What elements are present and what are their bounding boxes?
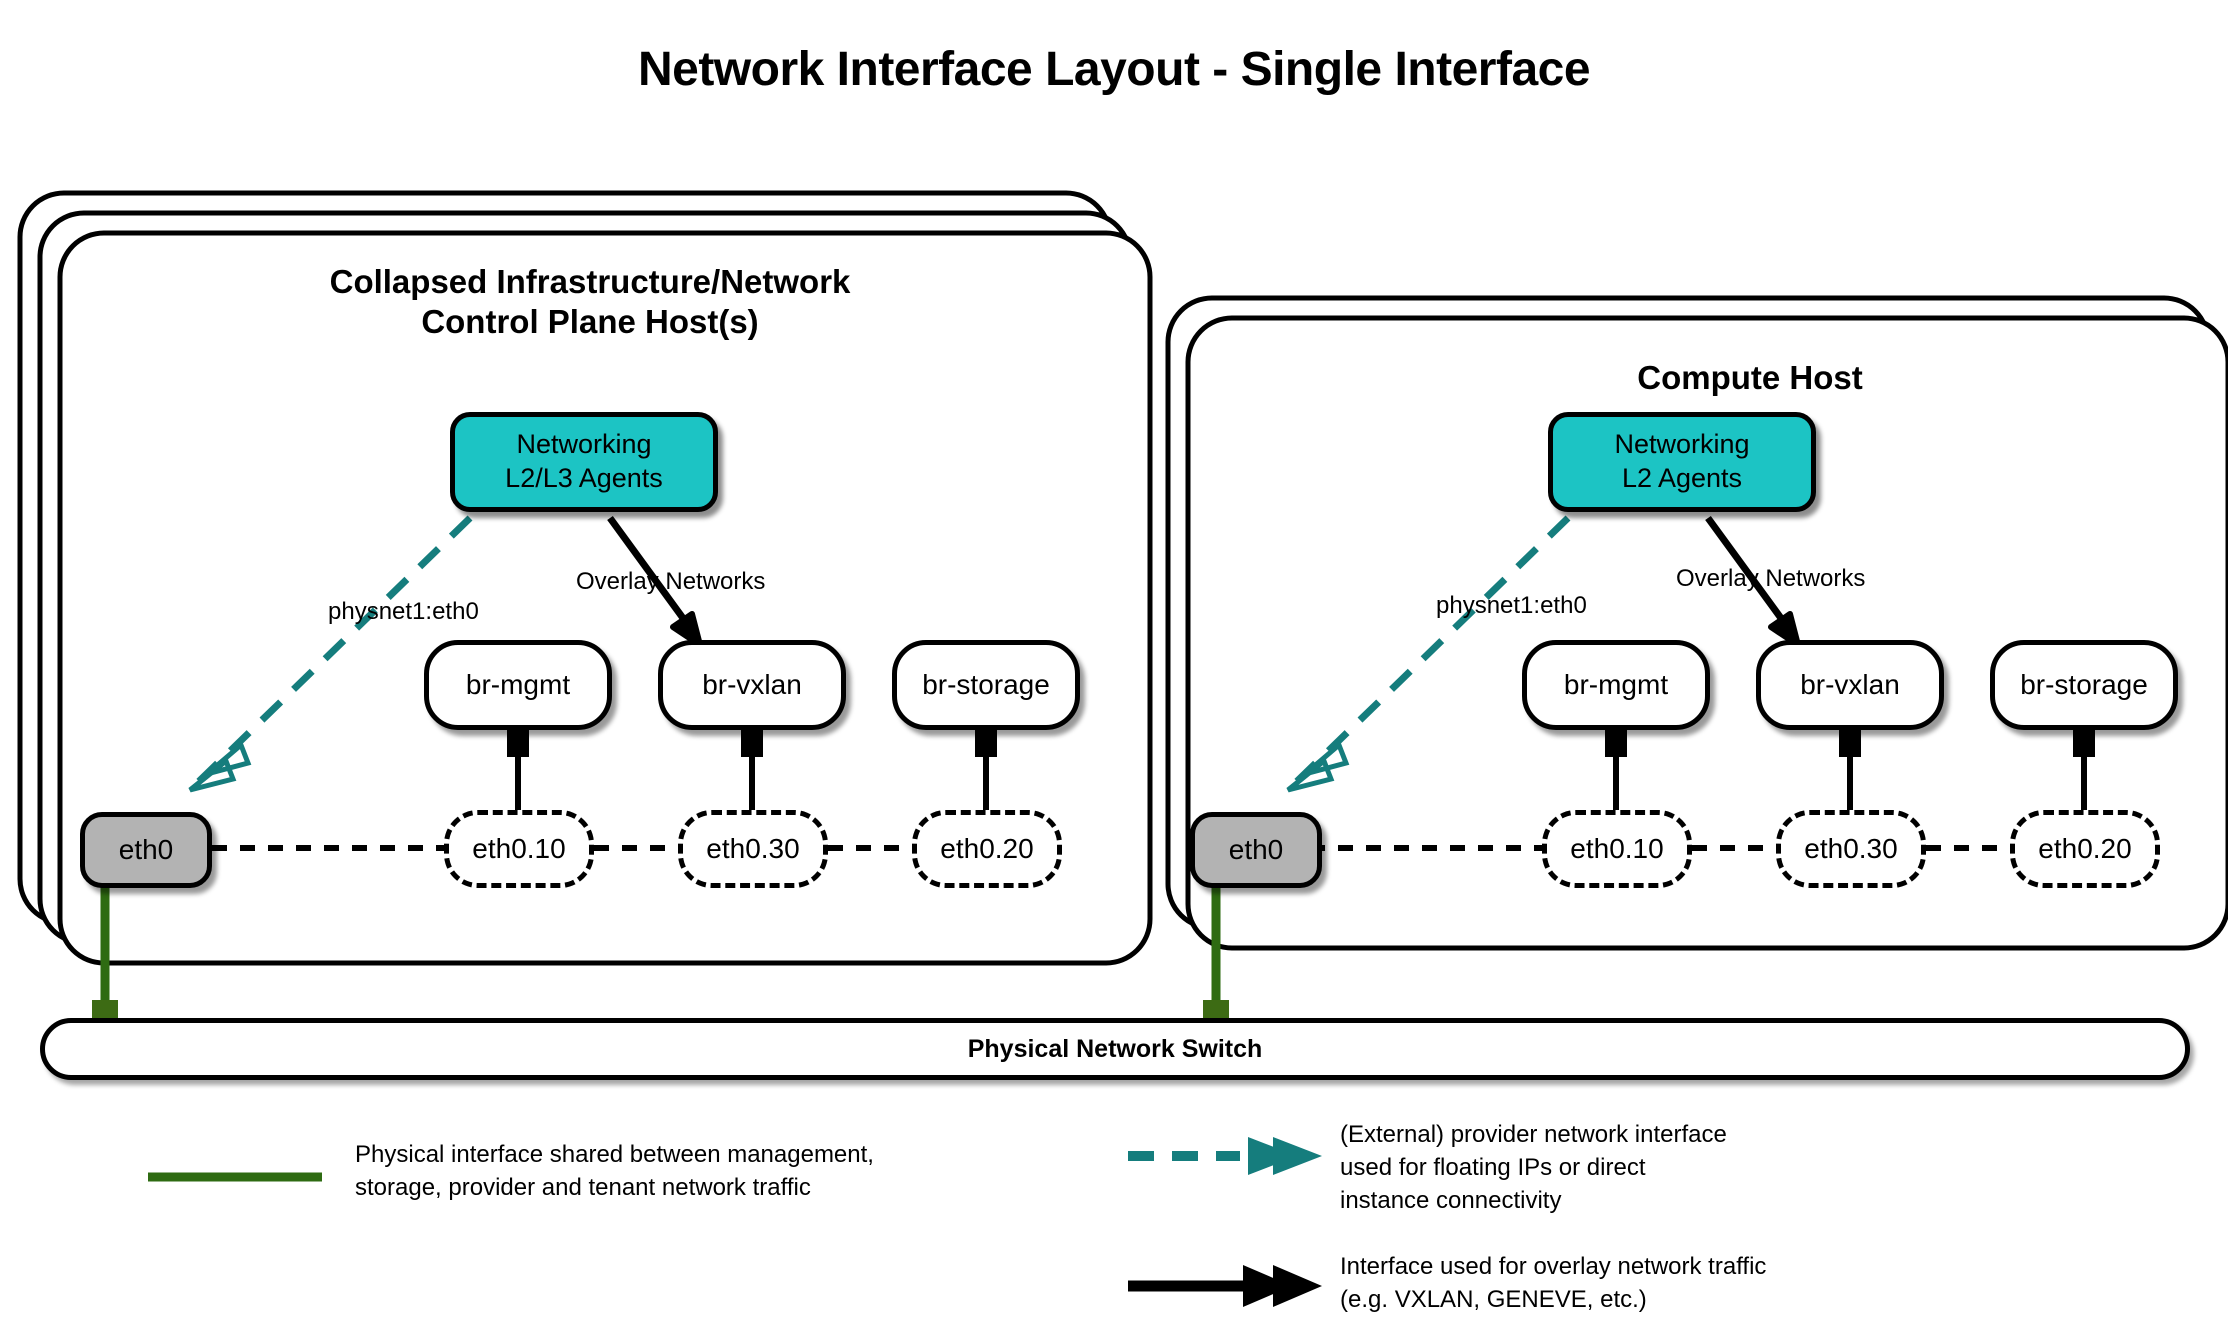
control-bridge-br-vxlan[interactable]: br-vxlan [658, 640, 846, 730]
legend-overlay-arrowhead-outer [1243, 1265, 1292, 1307]
control-vlan-eth0-10[interactable]: eth0.10 [444, 810, 594, 888]
compute-bridge-br-storage[interactable]: br-storage [1990, 640, 2178, 730]
compute-bridge-br-vxlan[interactable]: br-vxlan [1756, 640, 1944, 730]
compute-provider-link [1285, 515, 1571, 793]
control-provider-link [187, 515, 473, 793]
control-overlay-edge-label: Overlay Networks [576, 568, 766, 595]
compute-provider-edge-label: physnet1:eth0 [1436, 592, 1587, 619]
legend-provider-arrowhead-inner [1273, 1137, 1322, 1175]
control-host-title: Collapsed Infrastructure/Network Control… [329, 263, 851, 340]
control-provider-dashed-line [187, 515, 473, 793]
control-host-card-front [57, 230, 1153, 966]
legend-overlay-arrowhead-inner [1273, 1265, 1322, 1307]
physical-network-switch-label: Physical Network Switch [967, 1034, 1263, 1063]
compute-host-card-front [1185, 315, 2228, 951]
page-title: Network Interface Layout - Single Interf… [637, 43, 1591, 96]
compute-port-br-vxlan [1839, 727, 1861, 757]
compute-port-br-mgmt [1605, 727, 1627, 757]
compute-overlay-link [1705, 515, 1801, 648]
compute-bridge-br-mgmt[interactable]: br-mgmt [1522, 640, 1710, 730]
legend-label-overlay: Interface used for overlay network traff… [1340, 1253, 1767, 1314]
compute-vlan-eth0-20[interactable]: eth0.20 [2010, 810, 2160, 888]
control-bridge-br-mgmt[interactable]: br-mgmt [424, 640, 612, 730]
compute-nic-eth0[interactable]: eth0 [1190, 812, 1322, 888]
legend-label-provider: (External) provider network interface us… [1340, 1121, 1727, 1215]
control-networking-agents-box[interactable]: Networking L2/L3 Agents [450, 412, 718, 512]
compute-host-title: Compute Host [1637, 359, 1863, 396]
compute-host-frame-stack [1165, 295, 2228, 951]
control-nic-eth0[interactable]: eth0 [80, 812, 212, 888]
control-vlan-eth0-30[interactable]: eth0.30 [678, 810, 828, 888]
control-provider-arrowhead-inner [205, 740, 252, 777]
legend-swatch-overlay [1128, 1265, 1322, 1307]
legend-swatch-provider [1128, 1137, 1322, 1175]
control-overlay-line [607, 515, 691, 628]
compute-port-br-storage [2073, 727, 2095, 757]
control-host-frame-stack [17, 190, 1153, 966]
control-overlay-link [607, 515, 703, 648]
compute-provider-arrowhead-inner [1303, 740, 1350, 777]
compute-overlay-line [1705, 515, 1789, 628]
physical-network-switch[interactable]: Physical Network Switch [40, 1018, 2190, 1080]
compute-overlay-arrowhead [1768, 611, 1801, 648]
legend-label-physical: Physical interface shared between manage… [355, 1141, 874, 1202]
control-port-br-vxlan [741, 727, 763, 757]
control-vlan-eth0-20[interactable]: eth0.20 [912, 810, 1062, 888]
control-port-br-mgmt [507, 727, 529, 757]
control-provider-edge-label: physnet1:eth0 [328, 598, 479, 625]
compute-networking-agents-box[interactable]: Networking L2 Agents [1548, 412, 1816, 512]
compute-overlay-edge-label: Overlay Networks [1676, 565, 1866, 592]
legend-provider-arrowhead-outer [1248, 1137, 1297, 1175]
compute-vlan-eth0-10[interactable]: eth0.10 [1542, 810, 1692, 888]
compute-vlan-eth0-30[interactable]: eth0.30 [1776, 810, 1926, 888]
control-overlay-arrowhead [670, 611, 703, 648]
compute-provider-dashed-line [1285, 515, 1571, 793]
control-port-br-storage [975, 727, 997, 757]
control-bridge-br-storage[interactable]: br-storage [892, 640, 1080, 730]
